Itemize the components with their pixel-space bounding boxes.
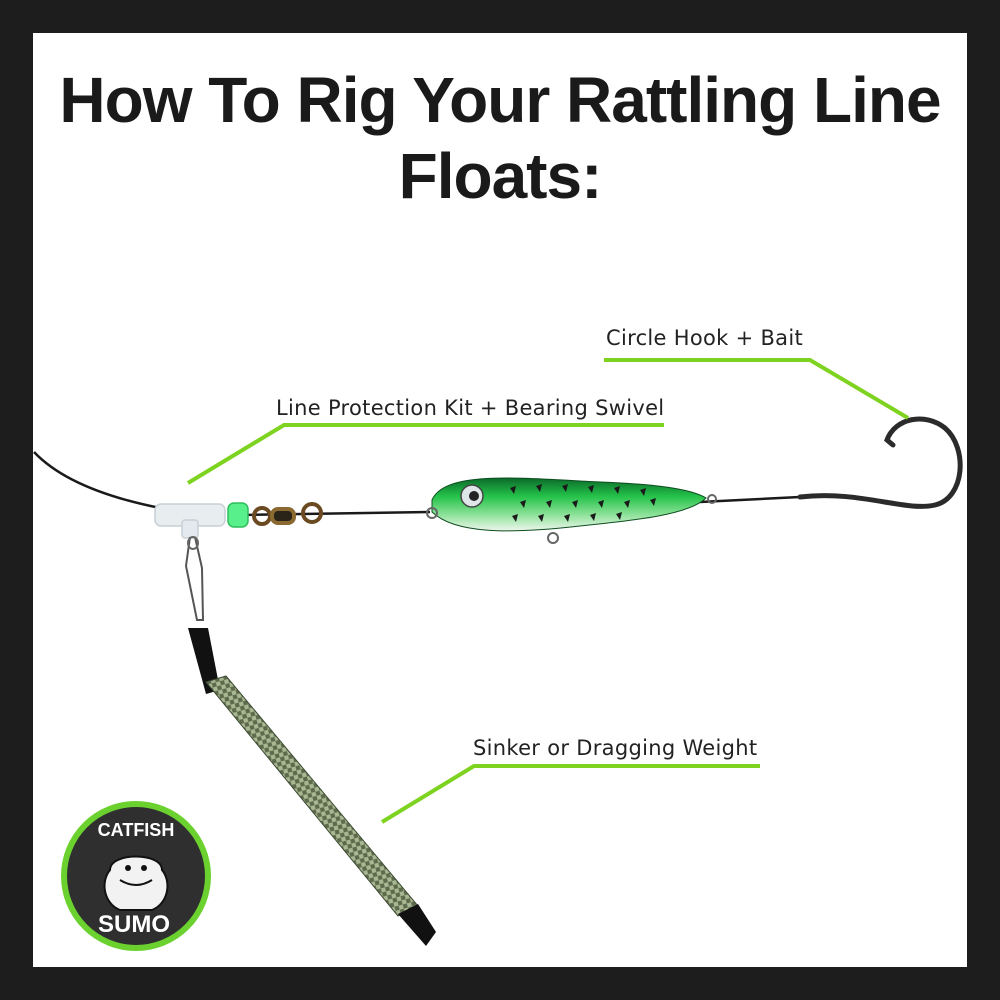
- hook-callout-line: [604, 358, 910, 420]
- snap-clip: [184, 536, 205, 621]
- title-line-2: Floats:: [398, 140, 603, 212]
- logo-top-text: CATFISH: [98, 820, 175, 840]
- main-line: [33, 451, 161, 510]
- circle-hook: [797, 416, 963, 509]
- protection-callout-line: [186, 423, 664, 485]
- line-protection-callout-label: Line Protection Kit + Bearing Swivel: [276, 396, 665, 420]
- callout-lines: [186, 358, 910, 824]
- line-protection-kit: [154, 503, 226, 539]
- sinker-callout-label: Sinker or Dragging Weight: [473, 736, 758, 760]
- sinker-weight: [188, 628, 436, 946]
- logo-bottom-text: SUMO: [98, 911, 170, 938]
- hook-callout-label: Circle Hook + Bait: [606, 326, 803, 350]
- sinker-callout-line: [380, 764, 760, 824]
- rattling-float: [426, 477, 717, 544]
- rattle-bead: [227, 502, 249, 528]
- catfish-sumo-logo: CATFISH SUMO: [61, 801, 211, 951]
- bearing-swivel: [252, 502, 323, 526]
- page-title: How To Rig Your Rattling Line Floats:: [33, 62, 967, 214]
- title-line-1: How To Rig Your Rattling Line: [59, 64, 941, 136]
